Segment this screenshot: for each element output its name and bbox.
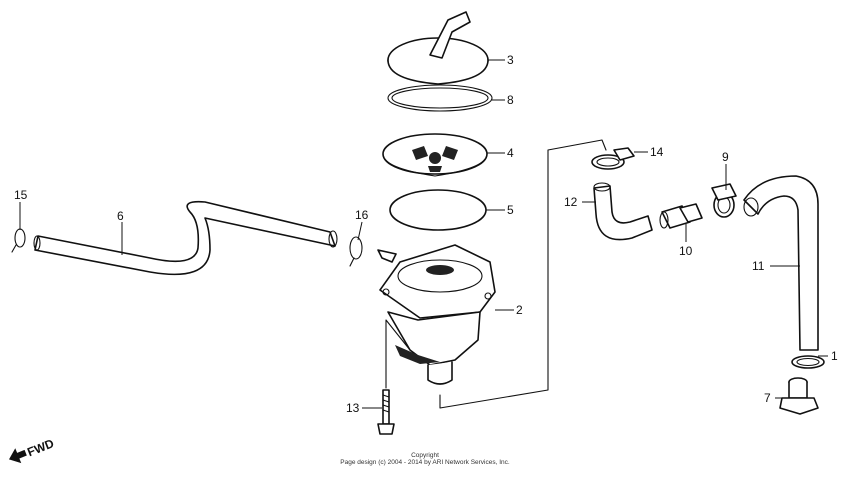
part-label-6[interactable]: 6 — [117, 209, 124, 223]
callout-lines — [19, 59, 828, 409]
part-label-5[interactable]: 5 — [507, 203, 514, 217]
part-1-clip — [791, 355, 825, 369]
part-12-elbow — [593, 182, 653, 241]
part-9-clamp — [711, 183, 737, 218]
part-label-15[interactable]: 15 — [14, 188, 28, 202]
part-8-oring — [387, 84, 493, 112]
part-label-8[interactable]: 8 — [507, 93, 514, 107]
bolt-guide-line — [385, 319, 411, 389]
part-13-bolt — [377, 389, 395, 435]
part-label-12[interactable]: 12 — [564, 195, 578, 209]
part-label-14[interactable]: 14 — [650, 145, 664, 159]
part-5-filter — [389, 189, 487, 231]
part-6-hose — [33, 200, 338, 276]
copyright-line: Page design (c) 2004 - 2014 by ARI Netwo… — [340, 459, 510, 466]
part-4-plate — [382, 133, 488, 177]
part-label-13[interactable]: 13 — [346, 401, 360, 415]
part-3-cover — [387, 11, 489, 85]
part-label-2[interactable]: 2 — [516, 303, 523, 317]
reference-bracket — [439, 139, 607, 409]
part-label-16[interactable]: 16 — [355, 208, 369, 222]
part-label-10[interactable]: 10 — [679, 244, 693, 258]
copyright-label: Copyright — [411, 452, 439, 459]
part-label-1[interactable]: 1 — [831, 349, 838, 363]
part-15-clamp — [11, 228, 26, 253]
part-7-fitting — [779, 377, 819, 415]
part-2-housing — [377, 244, 496, 385]
part-label-4[interactable]: 4 — [507, 146, 514, 160]
part-label-3[interactable]: 3 — [507, 53, 514, 67]
part-10-fitting — [659, 203, 703, 229]
part-14-clamp — [591, 147, 635, 170]
part-label-7[interactable]: 7 — [764, 391, 771, 405]
part-label-11[interactable]: 11 — [752, 259, 765, 273]
part-16-clamp — [349, 236, 363, 267]
part-label-9[interactable]: 9 — [722, 150, 729, 164]
part-11-hose — [743, 175, 819, 351]
